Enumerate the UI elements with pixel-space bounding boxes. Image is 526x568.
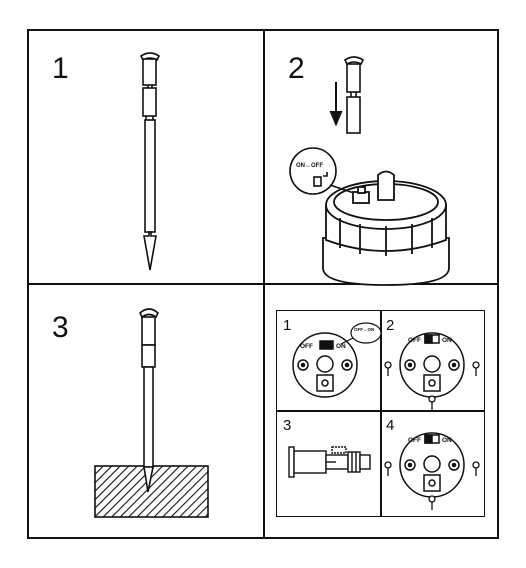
horizontal-divider bbox=[27, 283, 499, 285]
screw-icon bbox=[384, 361, 480, 410]
sub4-screw-icon bbox=[384, 461, 480, 510]
step-2-number: 2 bbox=[288, 52, 305, 85]
switch-callout-label: ON↔OFF bbox=[296, 163, 323, 169]
panel2-arrow-icon bbox=[329, 82, 343, 127]
sub4-on-label: ON bbox=[442, 437, 452, 444]
sub2-off-label: OFF bbox=[408, 337, 421, 344]
solar-lamp-head-icon bbox=[322, 170, 450, 286]
switch-callout bbox=[289, 147, 355, 195]
sub1-on-label: ON bbox=[336, 343, 346, 350]
step-3-number: 3 bbox=[52, 311, 69, 344]
sub-step-1-number: 1 bbox=[283, 317, 292, 334]
panel3-stake-icon bbox=[139, 308, 159, 493]
sub-step-3-number: 3 bbox=[283, 417, 292, 434]
sub-grid-horizontal bbox=[276, 410, 485, 412]
panel1-down-arrow-icon bbox=[143, 231, 157, 271]
sub1-lamp-face-icon bbox=[292, 332, 358, 398]
sub4-lamp-face-icon bbox=[399, 432, 465, 498]
sub-grid-vertical bbox=[380, 310, 382, 517]
sub-step-2-number: 2 bbox=[386, 317, 395, 334]
sub1-callout bbox=[340, 322, 382, 345]
panel2-stake-head-icon bbox=[343, 56, 365, 134]
sub3-tube-assembly-icon bbox=[288, 446, 371, 478]
sub1-off-label: OFF bbox=[300, 343, 313, 350]
sub2-on-label: ON bbox=[442, 337, 452, 344]
sub1-callout-label: OFF↔ON bbox=[354, 327, 374, 332]
panel1-stake-icon bbox=[139, 52, 161, 233]
sub4-off-label: OFF bbox=[408, 437, 421, 444]
step-1-number: 1 bbox=[52, 52, 69, 85]
sub-step-4-number: 4 bbox=[386, 417, 395, 434]
